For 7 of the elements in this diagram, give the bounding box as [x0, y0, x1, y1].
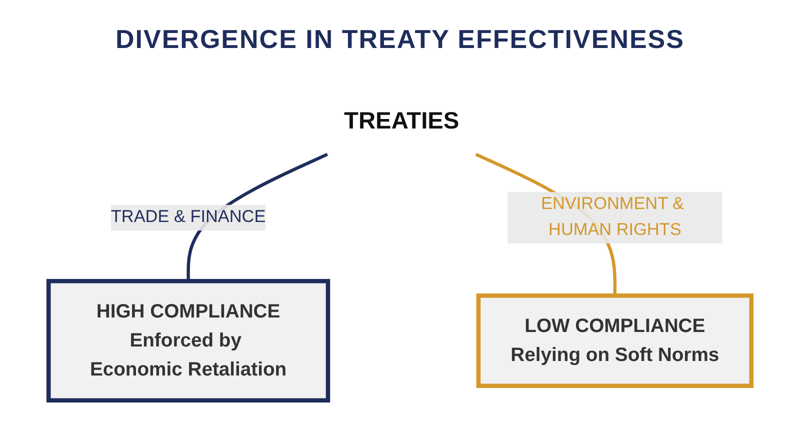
- edge-label: ENVIRONMENT & HUMAN RIGHTS: [541, 194, 684, 239]
- node-box: [46, 278, 330, 402]
- title: DIVERGENCE IN TREATY EFFECTIVENESS: [115, 24, 684, 55]
- node-text: TREATIES: [344, 106, 460, 134]
- edge-label: TRADE & FINANCE: [110, 208, 266, 226]
- node-box: [476, 292, 754, 388]
- diagram: TRADE & FINANCE ENVIRONMENT & HUMAN RIGHTS TREATIES HIGH COMPLIANCE Enforced by Economic Retaliation LOW COMPLIANCE Relying on Soft Norms: [40, 78, 760, 408]
